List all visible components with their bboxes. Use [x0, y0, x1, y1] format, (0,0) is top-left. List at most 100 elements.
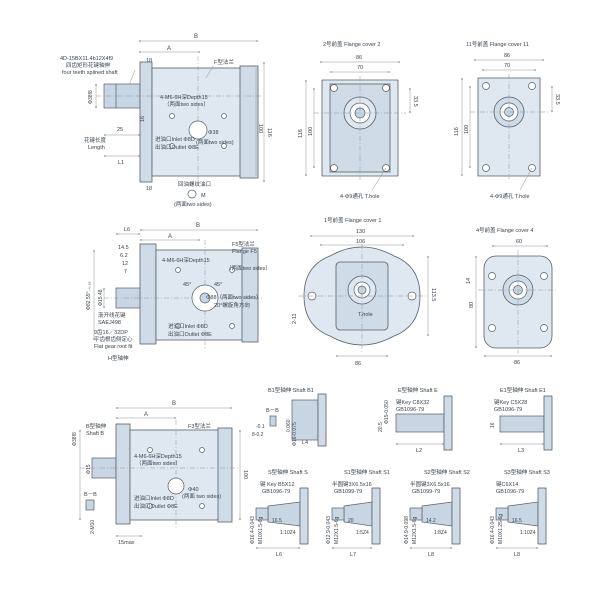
- shaft-b1-bb: B－B: [266, 408, 279, 414]
- shaft-s1-d1: Φ12.9-0.043: [326, 516, 332, 544]
- f5-spline-2: 平齿根齿侧定心: [94, 335, 133, 343]
- shaft-s-l6: L6: [276, 552, 282, 558]
- f3-outlet: 出油口Outlet Φ8E: [134, 502, 178, 510]
- f5-key-2: SAEJ498: [98, 320, 121, 326]
- shaft-b-label-2: Shaft B: [86, 431, 104, 437]
- shaft-s2-d3: 14.2: [426, 518, 436, 524]
- drain-port: [187, 189, 197, 199]
- flange1-title: 1号前盖 Flange cover 1: [324, 216, 381, 224]
- shaft-s-key: 键 Key B5X12: [260, 480, 295, 488]
- flange1-dim-106: 106: [356, 239, 365, 245]
- shaft-e-detail: E型轴伸 Shaft E 键Key C8X32 GB1096-79 Φ15-0.…: [378, 386, 453, 454]
- spline-note-3: four teeth splined shaft: [62, 70, 118, 76]
- shaft-b1-d2: 8-0.2: [252, 432, 264, 438]
- dim-14-5: 14.5: [118, 245, 129, 251]
- h-shaft-label: H型轴伸: [108, 354, 129, 362]
- dim-b-2: B: [196, 223, 200, 229]
- dim-116: 116: [266, 128, 272, 137]
- flange1-dim-130: 130: [356, 229, 365, 235]
- f5-phi88: Φ88（两面two sides）: [206, 294, 261, 301]
- shaft-s3-key: 键C6X14: [496, 480, 518, 488]
- f5-label-2: Flange F5: [232, 249, 257, 255]
- dim-b: B: [194, 34, 198, 40]
- f3-inlet: 进油口Inlet Φ8D: [134, 494, 174, 502]
- f5-thread-1: 4-M6-6H深Depth15: [162, 256, 210, 264]
- phi38-label: Φ38: [208, 130, 219, 136]
- shaft-s-d4: 1:10Z4: [280, 530, 296, 536]
- f5-thread-2: （两面two sides）: [226, 265, 271, 272]
- spline-length-label-1: 花键长度: [84, 136, 107, 144]
- f5-inlet: 进油口Inlet Φ8D: [168, 322, 208, 330]
- f5-angle-2: 45°: [214, 282, 222, 288]
- drain-label-1: 回油螺纹油口: [178, 180, 211, 188]
- f3-thread-2: （两面two sides）: [136, 460, 181, 467]
- flange-cover-2: 2号前盖 Flange cover 2 86 70 33.5 116 100 4…: [298, 40, 418, 200]
- shaft-b1-title: B1型轴伸 Shaft B1: [268, 386, 314, 394]
- flange1-hole-note: T.hole: [358, 312, 373, 318]
- shaft-s2-key: 半圆键3X6.5x16: [410, 480, 450, 488]
- f5-label-1: F5型法兰: [232, 240, 255, 248]
- flange-cover-11: 11号前盖 Flange cover 11 86 70 33.5 116 100…: [454, 40, 560, 200]
- flange1-dim-86: 86: [355, 361, 361, 367]
- shaft-s1-detail: S1型轴伸 Shaft S1 半圆键3X6.5x16 GB1099-79 Φ12…: [326, 468, 390, 558]
- flange4-title: 4号前盖 Flange cover 4: [476, 226, 533, 234]
- shaft-s3-detail: S3型轴伸 Shaft S3 键C6X14 GB1096-79 Φ16.4-0.…: [490, 468, 550, 558]
- f5-spline-3: Flat gear root fit: [94, 344, 133, 350]
- flange2-dim-100: 100: [308, 127, 314, 136]
- flange2-hole-note: 4-Φ9通孔 T.hole: [340, 192, 380, 200]
- dim-16: 16: [140, 116, 146, 122]
- shaft-e-d1: Φ15-0.050: [384, 400, 390, 424]
- shaft-b1-d4: Φ16-0.075: [292, 422, 298, 446]
- thread-label-2: （两面two sides）: [164, 101, 209, 108]
- f3-dim-100: 100: [242, 470, 248, 479]
- f3-dim-phi15: Φ15: [86, 464, 92, 474]
- dim-a: A: [167, 46, 171, 52]
- shaft-s3-gb: GB1096-79: [496, 489, 524, 495]
- shaft-e1-detail: E1型轴伸 Shaft E1 键Key C5X28 GB1096-79 16 L…: [490, 386, 553, 454]
- flange4-dim-80: 80: [469, 302, 475, 308]
- pump-view-spline-shaft: 4D-15BX11.4b12X4f9 四齿矩形花键轴伸 four teeth s…: [60, 34, 272, 208]
- flange4-dim-86: 86: [514, 360, 520, 366]
- dim-l6: L6: [124, 227, 130, 233]
- shaft-b1-d1: -0.1: [256, 424, 265, 430]
- shaft-s3-d2: M10X1.25-6g: [498, 514, 504, 544]
- f3-dim-15max: 15max: [118, 540, 135, 546]
- flange2-dim-70: 70: [357, 65, 363, 71]
- shaft-e-d2: 20.5: [378, 422, 384, 432]
- shaft-s3-l8: L8: [514, 552, 520, 558]
- f3-thread-1: 4-M6-6H深Depth15: [134, 452, 182, 460]
- thread-label-1: 4-M6-6H深Depth15: [160, 93, 208, 101]
- shaft-e-l2: L2: [416, 448, 422, 454]
- dim-phi15-48: Φ15.48: [98, 289, 104, 306]
- inlet-label: 进油口Inlet Φ8D: [155, 135, 195, 143]
- shaft-b-label-1: B型轴伸: [86, 422, 107, 430]
- flange2-dim-116: 116: [298, 129, 304, 138]
- shaft-b1-detail: B1型轴伸 Shaft B1 B－B -0.1 8-0.2 0.060 Φ16-…: [252, 386, 327, 447]
- flange11-title: 11号前盖 Flange cover 11: [466, 40, 529, 48]
- shaft-e-gb: GB1096-79: [396, 407, 424, 413]
- shaft-b1-d3: 0.060: [286, 419, 292, 432]
- drain-label-2: M: [201, 193, 206, 199]
- f3-label: F3型法兰: [188, 422, 211, 430]
- f3-dim-phi38: Φ38f8: [72, 432, 78, 446]
- pump-body-f3: [129, 429, 221, 521]
- dim-a-2: A: [168, 234, 172, 240]
- flange11-dim-33-5: 33.5: [554, 94, 560, 105]
- shaft-e-title: E型轴伸 Shaft E: [398, 386, 438, 394]
- f3-dim-2m10: 2-M10: [90, 520, 96, 534]
- shaft-s1-d3: 20: [348, 518, 354, 524]
- shaft-s3-title: S3型轴伸 Shaft S3: [504, 468, 550, 476]
- port-hole-f3: [167, 477, 185, 495]
- spline-length-label-2: Length: [88, 145, 105, 151]
- shaft-b1-l4: L4: [302, 440, 308, 446]
- f5-20deg: 20°螺旋角方向: [214, 301, 250, 309]
- f3-phi40: Φ40: [188, 487, 199, 493]
- f-flange-label: F型法兰: [214, 58, 234, 66]
- pump-view-f3-flange: B A B型轴伸 Shaft B F3型法兰 4-M6-6H深Depth15 （…: [72, 401, 248, 546]
- dim-6-2: 6.2: [120, 253, 128, 259]
- dim-b-3: B: [172, 401, 176, 407]
- outlet-label: 出油口Outlet Φ8E: [155, 143, 199, 151]
- dim-25: 25: [117, 127, 123, 133]
- shaft-s3-d4: 1:10Z4: [520, 530, 536, 536]
- shaft-e1-l3: L3: [518, 448, 524, 454]
